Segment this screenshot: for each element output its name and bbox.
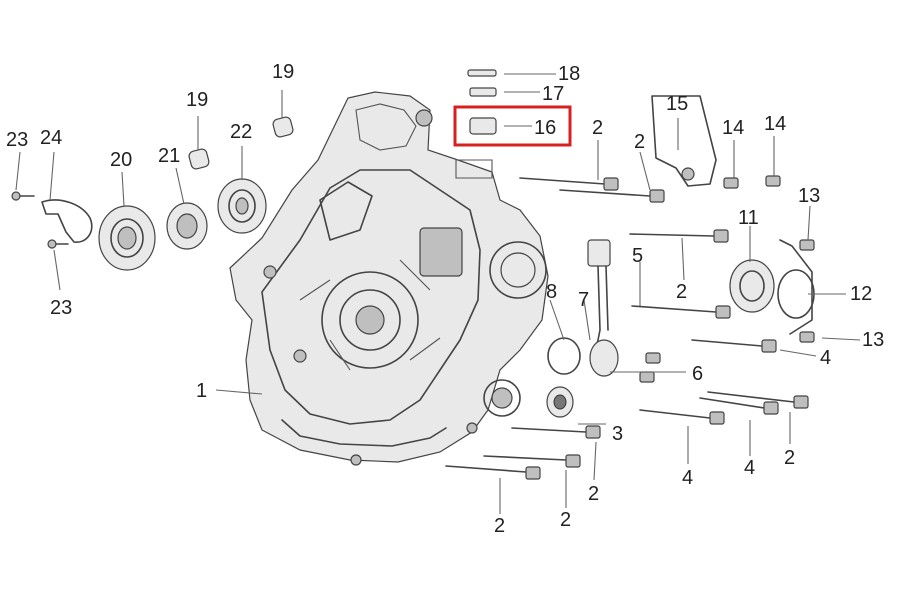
callout-2-d: 2: [784, 447, 795, 469]
callout-16: 16: [534, 117, 556, 139]
callout-2-e: 2: [588, 483, 599, 505]
callout-23-a: 23: [6, 129, 28, 151]
callout-13-b: 13: [862, 329, 884, 351]
highlight-box-part-16: [453, 105, 572, 147]
callout-19-a: 19: [272, 61, 294, 83]
callout-19-b: 19: [186, 89, 208, 111]
callout-8: 8: [546, 281, 557, 303]
callout-20: 20: [110, 149, 132, 171]
callout-14-a: 14: [722, 117, 744, 139]
callout-4-a: 4: [820, 347, 831, 369]
callout-2-f: 2: [560, 509, 571, 531]
callout-21: 21: [158, 145, 180, 167]
callout-18: 18: [558, 63, 580, 85]
callout-1: 1: [196, 380, 207, 402]
callout-17: 17: [542, 83, 564, 105]
callout-labels: 1 18 17 16 2 2 15 14 14 11 13 5 2 12 13 …: [6, 61, 884, 537]
left-bearings: [11, 116, 294, 271]
callout-24: 24: [40, 127, 62, 149]
callout-2-b: 2: [634, 131, 645, 153]
callout-14-b: 14: [764, 113, 786, 135]
callout-7: 7: [578, 289, 589, 311]
shim-stack: [467, 69, 497, 135]
callout-5: 5: [632, 245, 643, 267]
callout-4-b: 4: [682, 467, 693, 489]
callout-23-b: 23: [50, 297, 72, 319]
callout-4-c: 4: [744, 457, 755, 479]
callout-2-a: 2: [592, 117, 603, 139]
callout-12: 12: [850, 283, 872, 305]
right-parts: [546, 95, 815, 418]
callout-2-c: 2: [676, 281, 687, 303]
callout-13-a: 13: [798, 185, 820, 207]
callout-6: 6: [692, 363, 703, 385]
callout-2-g: 2: [494, 515, 505, 537]
leader-lines: [15, 73, 861, 514]
callout-11: 11: [738, 207, 759, 229]
callout-15: 15: [666, 93, 688, 115]
crankcase-half: [229, 91, 549, 466]
bolts: [445, 177, 809, 480]
callout-22: 22: [230, 121, 252, 143]
callout-3: 3: [612, 423, 623, 445]
